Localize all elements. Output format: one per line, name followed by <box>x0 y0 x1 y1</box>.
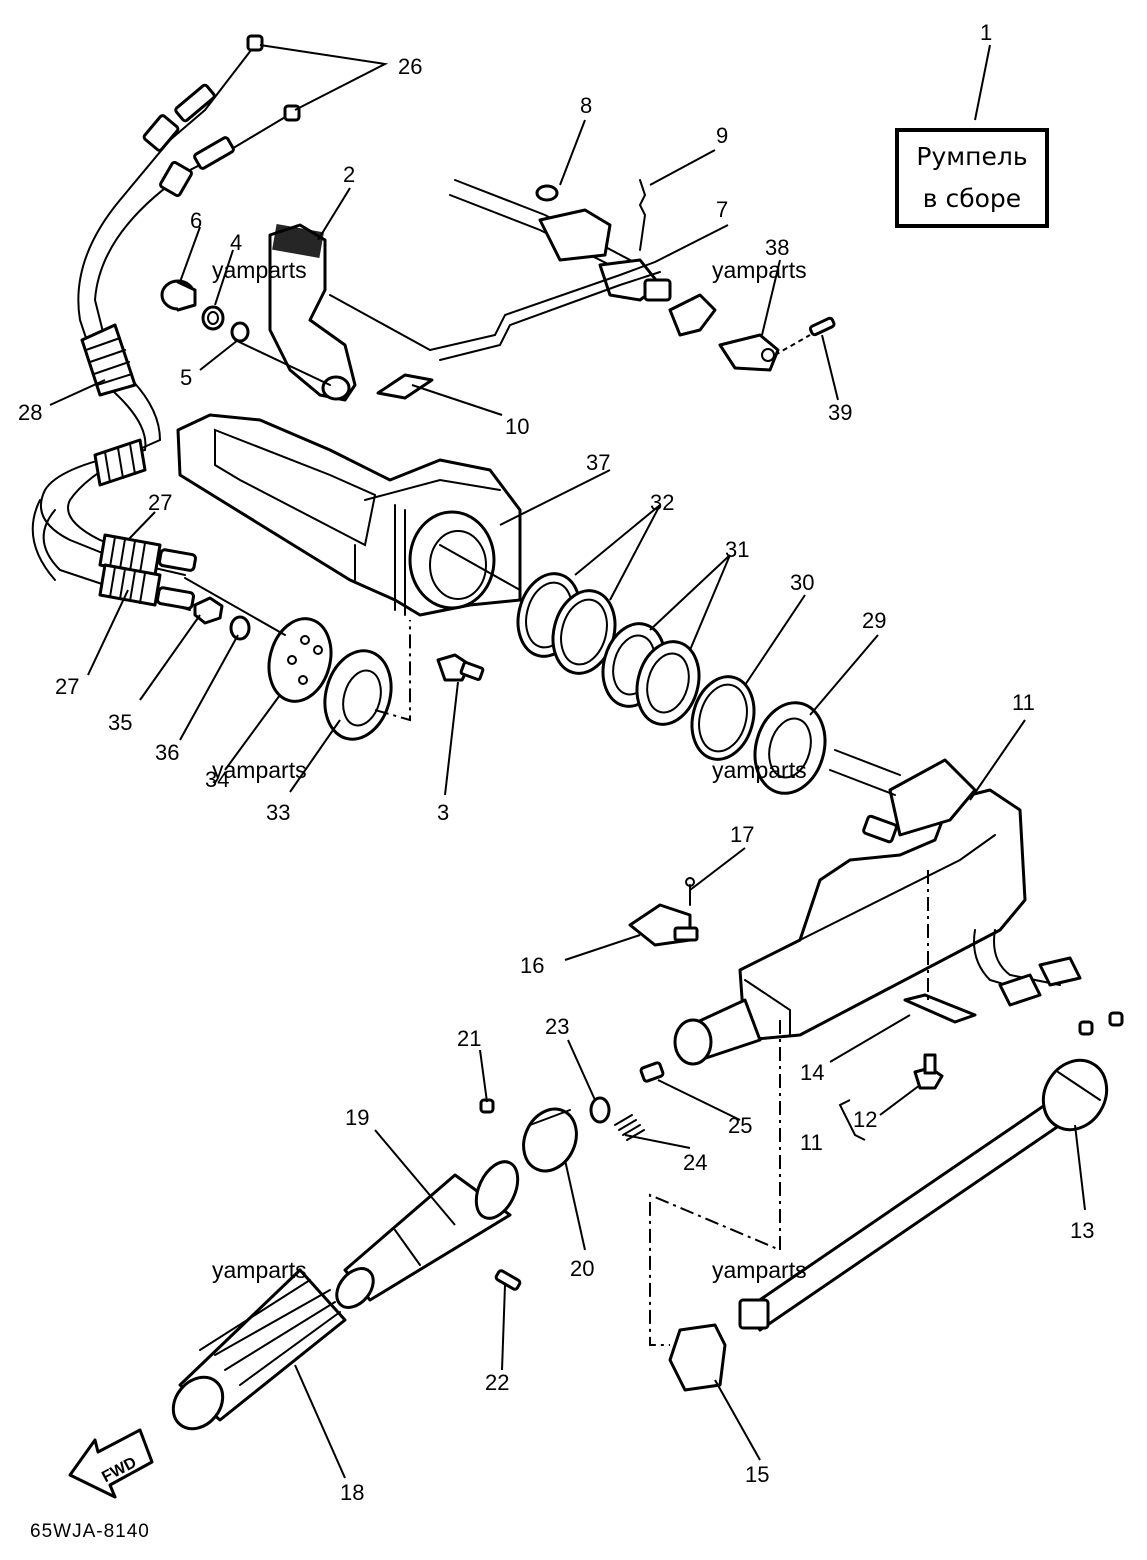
shaft-13[interactable] <box>738 1049 1119 1332</box>
callout-27-upper: 27 <box>148 490 172 515</box>
callout-32: 32 <box>650 490 674 515</box>
bracket-15[interactable] <box>668 1323 727 1392</box>
washer-5[interactable] <box>230 321 250 343</box>
bolt-12[interactable] <box>913 1053 944 1090</box>
callout-26: 26 <box>398 54 422 79</box>
ring-31b[interactable] <box>628 635 708 732</box>
screw-22[interactable] <box>494 1269 522 1291</box>
shift-lever[interactable] <box>268 223 357 402</box>
callout-33: 33 <box>266 800 290 825</box>
callout-labels: 1 2 3 4 5 6 7 8 9 10 11 11 12 13 14 15 1… <box>18 20 1094 1505</box>
collar-20[interactable] <box>514 1100 586 1179</box>
watermark-text: yamparts <box>212 1257 307 1283</box>
callout-34: 34 <box>205 767 229 792</box>
washer-23[interactable] <box>589 1096 611 1124</box>
bolt-6[interactable] <box>160 279 197 312</box>
callout-3: 3 <box>437 800 449 825</box>
callout-1: 1 <box>980 20 992 45</box>
callout-14: 14 <box>800 1060 824 1085</box>
link-38[interactable] <box>668 293 780 372</box>
shift-rod-assembly[interactable] <box>429 179 672 361</box>
fwd-arrow-icon: FWD <box>68 1428 154 1499</box>
callout-11-bottom: 11 <box>800 1130 823 1155</box>
plate-34[interactable] <box>260 612 340 709</box>
washer-36[interactable] <box>229 615 251 641</box>
steering-handle-11[interactable] <box>673 749 1124 1066</box>
callout-4: 4 <box>230 230 242 255</box>
plate-14[interactable] <box>903 993 977 1024</box>
bushing-33[interactable] <box>315 643 400 746</box>
callout-23: 23 <box>545 1014 569 1039</box>
callout-5: 5 <box>180 365 192 390</box>
callout-7: 7 <box>716 197 728 222</box>
callout-25: 25 <box>728 1113 752 1138</box>
callout-30: 30 <box>790 570 814 595</box>
grip-18[interactable] <box>163 1268 347 1439</box>
throttle-cables[interactable] <box>31 34 301 611</box>
leader-lines <box>49 44 1086 1479</box>
callout-2: 2 <box>343 162 355 187</box>
label-10 <box>376 373 434 400</box>
callout-38: 38 <box>765 235 789 260</box>
nut-35[interactable] <box>193 596 224 625</box>
washer-4[interactable] <box>201 305 225 331</box>
bushing-29[interactable] <box>745 695 834 801</box>
callout-16: 16 <box>520 953 544 978</box>
stop-switch-16[interactable] <box>628 903 699 947</box>
watermark-text: yamparts <box>212 757 307 783</box>
callout-6: 6 <box>190 208 202 233</box>
watermark-text: yamparts <box>212 257 307 283</box>
callout-9: 9 <box>716 123 728 148</box>
pin-39[interactable] <box>774 316 836 356</box>
callout-10: 10 <box>505 414 529 439</box>
callout-39: 39 <box>828 400 852 425</box>
callout-29: 29 <box>862 608 886 633</box>
callout-22: 22 <box>485 1370 509 1395</box>
callout-17: 17 <box>730 822 754 847</box>
callout-37: 37 <box>586 450 610 475</box>
callout-36: 36 <box>155 740 179 765</box>
callout-15: 15 <box>745 1462 769 1487</box>
callout-13: 13 <box>1070 1218 1094 1243</box>
assembly-title-line1: Румпель <box>916 142 1028 171</box>
watermarks: yamparts yamparts yamparts yamparts yamp… <box>212 257 807 1283</box>
callout-12: 12 <box>853 1107 877 1132</box>
bolt-3[interactable] <box>436 653 485 682</box>
callout-27-lower: 27 <box>55 674 79 699</box>
steering-bracket-37[interactable] <box>176 413 522 617</box>
callout-18: 18 <box>340 1480 364 1505</box>
watermark-text: yamparts <box>712 257 807 283</box>
diagram-code: 65WJA-8140 <box>30 1521 150 1542</box>
watermark-text: yamparts <box>712 1257 807 1283</box>
ring-32b[interactable] <box>544 584 624 681</box>
callout-8: 8 <box>580 93 592 118</box>
callout-24: 24 <box>683 1150 707 1175</box>
callout-11-top: 11 <box>1012 690 1035 715</box>
assembly-title-line2: в сборе <box>922 184 1022 213</box>
watermark-text: yamparts <box>712 757 807 783</box>
spring-24[interactable] <box>614 1114 645 1141</box>
callout-35: 35 <box>108 710 132 735</box>
bolt-25[interactable] <box>639 1061 665 1083</box>
callout-19: 19 <box>345 1105 369 1130</box>
callout-20: 20 <box>570 1256 594 1281</box>
callout-31: 31 <box>725 537 749 562</box>
callout-21: 21 <box>457 1026 481 1051</box>
callout-28: 28 <box>18 400 42 425</box>
assembly-title-box: Румпель в сборе <box>895 128 1049 228</box>
pin-17[interactable] <box>685 877 695 906</box>
washer-30[interactable] <box>683 670 763 767</box>
throttle-shaft-19[interactable] <box>329 1155 526 1314</box>
